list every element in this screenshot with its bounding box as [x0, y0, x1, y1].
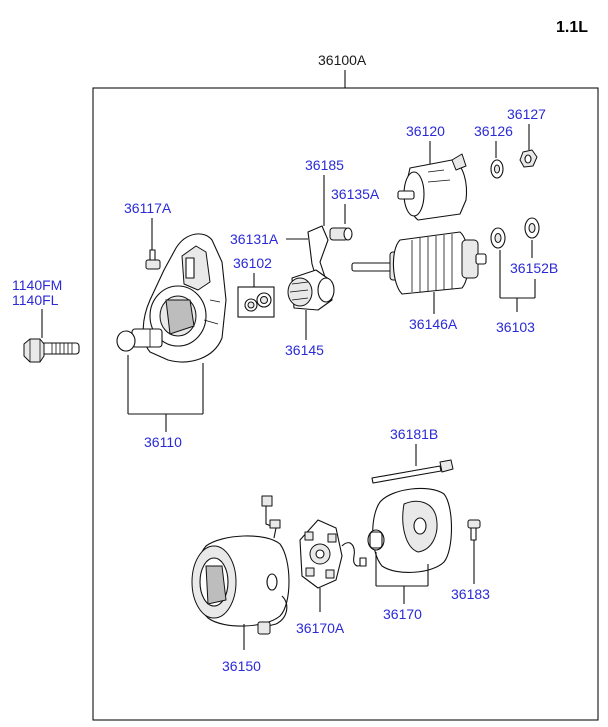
part-label-36150[interactable]: 36150	[222, 658, 261, 674]
part-label-36117a[interactable]: 36117A	[124, 200, 172, 216]
part-label-36126[interactable]: 36126	[474, 123, 513, 139]
part-label-1140fl[interactable]: 1140FL	[12, 292, 59, 308]
engine-variant-label: 1.1L	[556, 19, 588, 36]
part-label-1140fm[interactable]: 1140FM	[12, 277, 62, 293]
rear-cover-part[interactable]	[367, 487, 452, 573]
part-label-36131a[interactable]: 36131A	[230, 231, 279, 247]
screw-36117a-part[interactable]	[145, 249, 161, 270]
part-label-36170a[interactable]: 36170A	[296, 620, 345, 636]
solenoid-part[interactable]	[397, 153, 468, 221]
part-label-36120[interactable]: 36120	[406, 123, 445, 139]
through-bolt-part[interactable]	[371, 459, 454, 484]
nut-36127-part[interactable]	[519, 149, 538, 168]
part-label-36170[interactable]: 36170	[383, 606, 422, 622]
front-housing-part[interactable]	[116, 233, 227, 363]
mounting-bolt-part[interactable]	[23, 338, 80, 363]
part-label-36185[interactable]: 36185	[305, 157, 344, 173]
part-label-36183[interactable]: 36183	[451, 586, 490, 602]
part-label-36102[interactable]: 36102	[233, 255, 272, 271]
part-label-36110[interactable]: 36110	[144, 434, 182, 450]
part-label-36127[interactable]: 36127	[507, 106, 546, 122]
part-label-36103[interactable]: 36103	[496, 319, 535, 335]
washer-36152b-part[interactable]	[524, 217, 540, 239]
pinion-clutch-part[interactable]	[287, 269, 335, 311]
washer-36103-part[interactable]	[490, 227, 506, 249]
part-label-36135a[interactable]: 36135A	[331, 186, 380, 202]
assembly-frame: 36100A	[92, 52, 599, 721]
rear-cover-bracket	[375, 552, 429, 604]
washer-36126-part[interactable]	[490, 159, 504, 179]
gear-set-part[interactable]	[237, 286, 275, 318]
part-label-36146a[interactable]: 36146A	[409, 316, 458, 332]
part-label-36181b[interactable]: 36181B	[390, 426, 438, 442]
part-label-36145[interactable]: 36145	[285, 342, 324, 358]
drive-lever-part[interactable]	[307, 225, 353, 285]
armature-part[interactable]	[351, 231, 487, 295]
assembly-label: 36100A	[318, 52, 367, 68]
brush-holder-part[interactable]	[299, 519, 367, 589]
screw-36183-part[interactable]	[467, 519, 481, 541]
yoke-part[interactable]	[191, 495, 290, 635]
part-label-36152b[interactable]: 36152B	[510, 260, 558, 276]
front-housing-bracket	[127, 355, 204, 432]
washer-group-bracket	[499, 250, 536, 312]
